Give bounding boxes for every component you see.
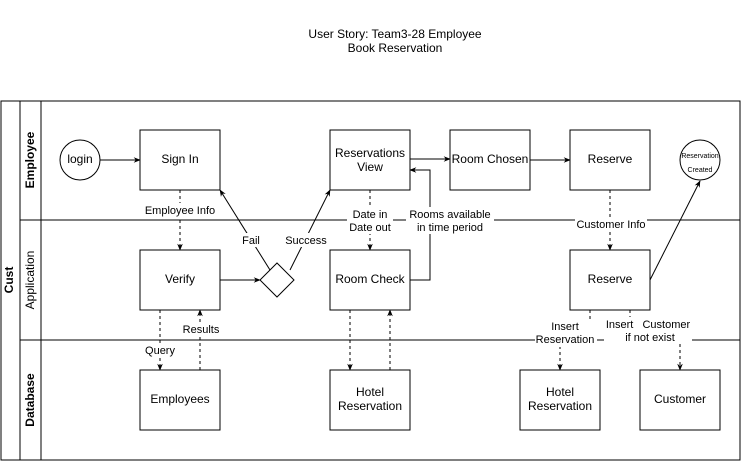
hotel-reservation-1-label-1: Hotel <box>356 385 384 399</box>
employees-data-store <box>139 369 221 431</box>
pool-frame <box>0 100 741 461</box>
lane-label-application: Application <box>23 251 37 310</box>
hotel-reservation-2-label-1: Hotel <box>546 385 574 399</box>
reservations-view-label-2: View <box>357 160 383 174</box>
pool-label: Cust <box>2 267 16 294</box>
edge-label-rooms-available-2: in time period <box>417 222 483 234</box>
reserve-employee-label: Reserve <box>588 152 633 166</box>
edge-label-customer-info: Customer Info <box>576 219 645 231</box>
edge-label-employee-info: Employee Info <box>145 205 215 217</box>
insert-customer-label-bg <box>604 317 692 344</box>
sign-in-task <box>139 129 221 191</box>
hotel-reservation-2-label-2: Reservation <box>528 399 592 413</box>
customer-data-store <box>639 369 721 431</box>
verify-task <box>139 249 221 311</box>
hotel-reservation-data-store-1 <box>329 369 411 431</box>
edge-label-date-out: Date out <box>349 222 391 234</box>
hotel-reservation-data-store-2 <box>519 369 601 431</box>
edge-label-query: Query <box>145 345 175 357</box>
employees-label: Employees <box>150 392 209 406</box>
reservations-view-task <box>329 129 411 191</box>
login-label: login <box>67 152 92 166</box>
login-decision-gateway <box>259 262 295 298</box>
edge-label-insert-customer-1: Insert Customer <box>606 319 691 331</box>
sign-in-label: Sign In <box>161 152 198 166</box>
lane-label-database: Database <box>23 373 37 427</box>
edge-success <box>289 189 331 271</box>
edge-label-success: Success <box>285 235 327 247</box>
diagram-title-line2: Book Reservation <box>348 41 443 55</box>
edge-label-rooms-available-1: Rooms available <box>409 209 490 221</box>
query-label-bg <box>143 343 177 357</box>
room-chosen-task <box>449 129 531 191</box>
edge-label-date-in: Date in <box>353 209 388 221</box>
customer-label: Customer <box>654 392 706 406</box>
success-label-bg <box>283 233 329 247</box>
edge-label-fail: Fail <box>242 235 260 247</box>
reservation-created-label-1: Reservation <box>681 153 718 160</box>
reserve-application-label: Reserve <box>588 272 633 286</box>
lane-label-employee: Employee <box>23 131 37 188</box>
edge-label-insert-reservation-1: Insert <box>551 321 579 333</box>
reserve-task-application <box>569 249 651 311</box>
fail-label-bg <box>239 233 263 247</box>
reservation-created-end-event <box>679 139 721 181</box>
customer-info-label-bg <box>575 217 647 231</box>
edge-label-results: Results <box>183 324 220 336</box>
hotel-reservation-1-label-2: Reservation <box>338 399 402 413</box>
verify-label: Verify <box>165 272 195 286</box>
room-chosen-label: Room Chosen <box>452 152 529 166</box>
date-in-out-label-bg <box>347 207 393 234</box>
edge-fail <box>219 189 271 271</box>
edge-label-insert-customer-2: if not exist <box>625 332 675 344</box>
edge-reserve-created <box>649 180 701 281</box>
edge-label-insert-reservation-2: Reservation <box>536 334 595 346</box>
login-start-event <box>59 139 101 181</box>
insert-reservation-label-bg <box>535 320 597 347</box>
results-label-bg <box>181 323 221 337</box>
reservations-view-label-1: Reservations <box>335 146 405 160</box>
diagram-title-line1: User Story: Team3-28 Employee <box>308 27 482 41</box>
reservation-created-label-2: Created <box>688 167 713 174</box>
reserve-task-employee <box>569 129 651 191</box>
room-check-label: Room Check <box>335 272 405 286</box>
employee-info-label-bg <box>140 203 220 217</box>
rooms-available-label-bg <box>406 207 494 234</box>
room-check-task <box>329 249 411 311</box>
